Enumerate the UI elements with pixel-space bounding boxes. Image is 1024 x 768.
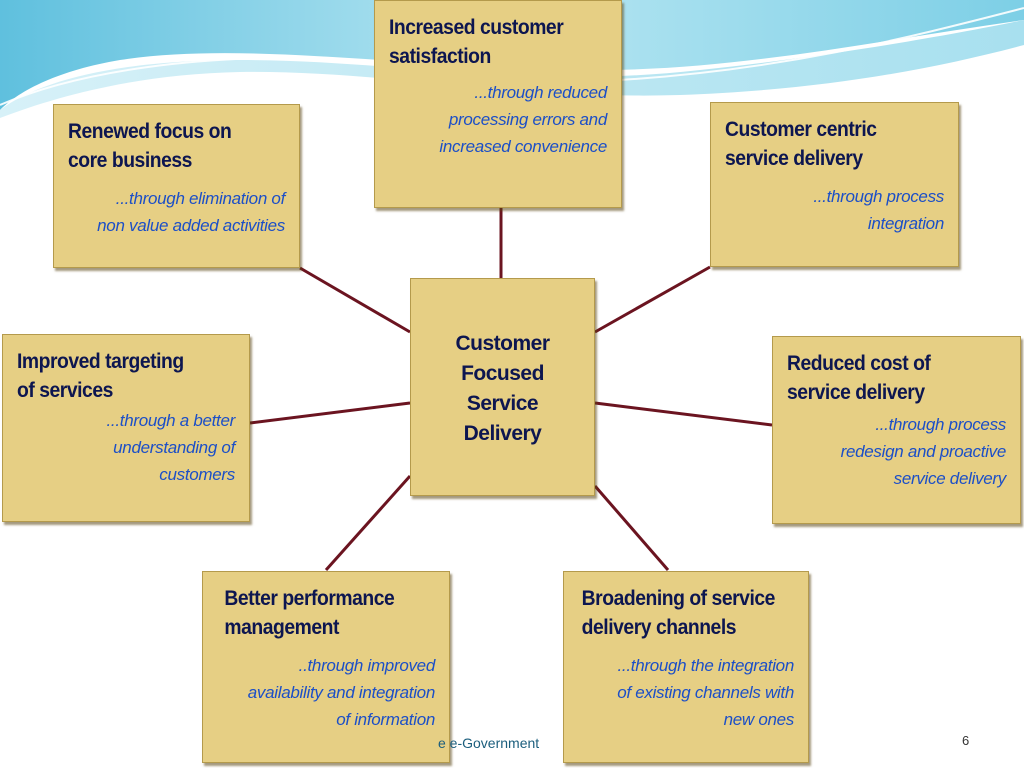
benefit-title: Improved targeting of services — [17, 350, 184, 402]
benefit-box-reduced-cost: Reduced cost of service delivery ...thro… — [772, 336, 1021, 524]
benefit-title: Renewed focus on core business — [68, 120, 232, 172]
benefit-subtitle: ...through the integration of existing c… — [617, 656, 794, 729]
benefit-box-core-business: Renewed focus on core business ...throug… — [53, 104, 300, 268]
connector-left — [249, 401, 411, 425]
connector-right — [594, 401, 773, 427]
page-number: 6 — [962, 733, 970, 748]
benefit-subtitle: ...through elimination of non value adde… — [97, 189, 285, 235]
benefit-box-channels: Broadening of service delivery channels … — [563, 571, 809, 763]
benefit-title: Broadening of service delivery channels — [581, 587, 776, 639]
connector-top-left — [299, 266, 411, 334]
benefit-subtitle: ..through improved availability and inte… — [247, 656, 436, 729]
benefit-box-customer-satisfaction: Increased customer satisfaction ...throu… — [374, 0, 622, 208]
benefit-box-targeting: Improved targeting of services ...throug… — [2, 334, 250, 522]
benefit-title: Better performance management — [224, 587, 395, 639]
benefit-title: Increased customer satisfaction — [389, 16, 564, 68]
benefit-subtitle: ...through a better understanding of cus… — [106, 411, 236, 484]
benefit-subtitle: ...through reduced processing errors and… — [439, 83, 607, 156]
benefit-title: Reduced cost of service delivery — [787, 352, 931, 404]
connector-bottom-right — [593, 485, 670, 571]
center-box: Customer Focused Service Delivery — [410, 278, 595, 496]
footer-text: e e-Government — [438, 735, 540, 751]
connector-top-right — [594, 265, 711, 334]
benefit-box-customer-centric: Customer centric service delivery ...thr… — [710, 102, 959, 267]
benefit-subtitle: ...through process integration — [813, 187, 944, 233]
connector-bottom-left — [324, 475, 412, 571]
center-title: Customer Focused Service Delivery — [455, 332, 550, 445]
benefit-title: Customer centric service delivery — [725, 118, 877, 170]
benefit-subtitle: ...through process redesign and proactiv… — [840, 415, 1007, 488]
benefit-box-performance: Better performance management ..through … — [202, 571, 450, 763]
